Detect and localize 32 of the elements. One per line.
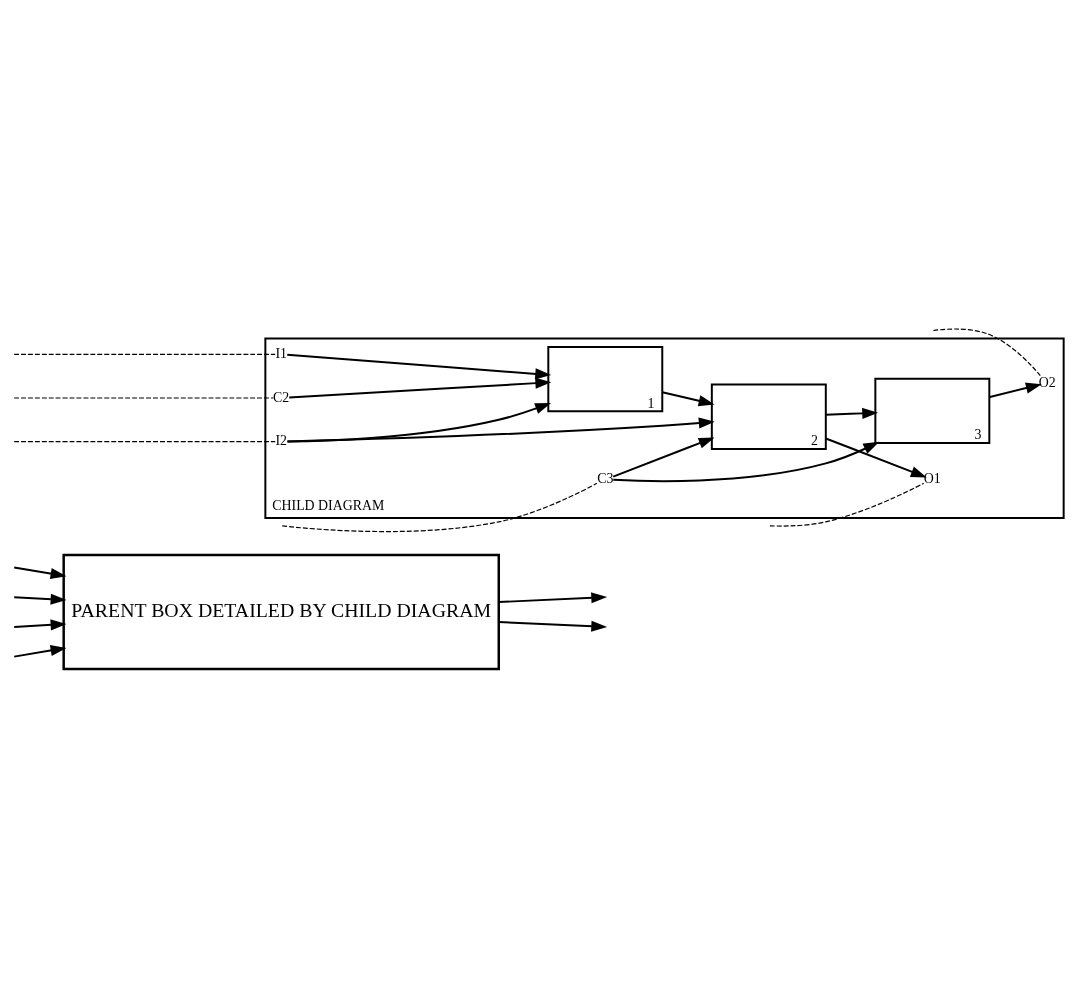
node-text: O2 [1038,374,1056,390]
arrow [286,402,552,443]
node-box: PARENT BOX DETAILED BY CHILD DIAGRAM [62,553,500,671]
node-text: C3 [597,470,614,486]
arrow [497,592,608,604]
arrow [497,620,608,632]
arrow [824,407,879,419]
arrow [13,645,67,658]
node-text: C2 [273,389,290,405]
node-text: I1 [275,346,287,362]
connector [281,482,598,533]
arrow [988,382,1042,399]
arrow [286,417,715,443]
node-box: 3 [874,377,991,445]
arrow [13,593,67,605]
connector [932,328,1041,377]
arrow [612,441,880,483]
arrow [286,353,552,380]
node-text: I2 [275,433,287,449]
arrow [13,566,67,580]
connector [13,441,276,443]
connector [769,482,925,527]
arrow [612,437,715,478]
arrow [13,619,67,631]
arrow [288,377,552,399]
arrow [824,437,927,478]
node-box: 2 [710,383,827,450]
connector [13,397,274,399]
node-box: 1 [547,345,664,413]
arrow [661,391,715,407]
node-text: O1 [923,470,941,486]
connector [13,353,276,355]
